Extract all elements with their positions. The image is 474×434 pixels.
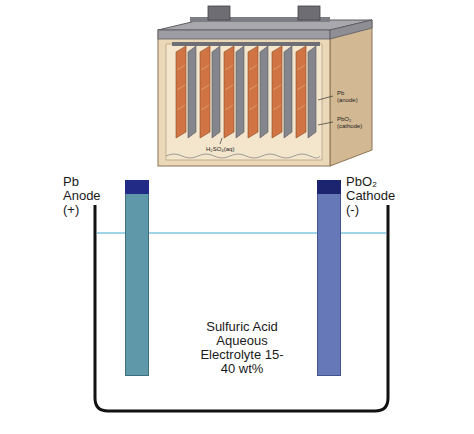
battery-front xyxy=(158,30,330,166)
electrode-terminal xyxy=(317,180,341,194)
terminal-post xyxy=(298,6,320,20)
electrode-label: Pb Anode (+) xyxy=(63,175,113,217)
part-label: PbO₂ (cathode) xyxy=(336,116,368,130)
anode-plate xyxy=(200,46,210,138)
electrolyte-bath: Sulfuric Acid Aqueous Electrolyte 15-40 … xyxy=(97,203,387,411)
plate-strap xyxy=(172,42,320,46)
leader-line xyxy=(220,138,222,144)
anode-plate xyxy=(176,46,186,138)
electrode-label: PbO₂ Cathode (-) xyxy=(346,175,402,217)
leader-line xyxy=(318,122,333,125)
cathode-plate xyxy=(260,46,268,138)
part-label: H₂SO₄(aq) xyxy=(205,146,235,153)
label-anchor: H₂SO₄(aq) xyxy=(205,146,235,153)
electrolyte-wave xyxy=(166,154,320,158)
anode-plate xyxy=(296,46,306,138)
cathode-plate xyxy=(236,46,244,138)
anode-electrode: Pb Anode (+) xyxy=(125,180,149,376)
cathode-plate xyxy=(284,46,292,138)
electrolyte-label: Sulfuric Acid Aqueous Electrolyte 15-40 … xyxy=(197,320,287,376)
cathode-electrode: PbO₂ Cathode (-) xyxy=(317,180,341,376)
electrode-terminal xyxy=(125,180,149,194)
anode-plate xyxy=(272,46,282,138)
battery-illustration xyxy=(158,6,372,166)
battery-side xyxy=(330,20,372,166)
lid-side xyxy=(330,20,372,39)
plates xyxy=(176,46,316,138)
anode-plate xyxy=(224,46,234,138)
anode-plate xyxy=(248,46,258,138)
label-anchor: PbO₂ (cathode) xyxy=(336,116,368,130)
terminal-post xyxy=(208,6,230,20)
part-label: Pb (anode) xyxy=(336,90,364,104)
cathode-plate xyxy=(308,46,316,138)
lid-front xyxy=(158,30,330,39)
leader-line xyxy=(318,96,333,100)
label-anchor: Pb (anode) xyxy=(336,90,364,104)
cathode-plate xyxy=(212,46,220,138)
cutaway-window xyxy=(166,44,322,160)
plate-grid xyxy=(177,65,305,110)
cathode-plate xyxy=(188,46,196,138)
